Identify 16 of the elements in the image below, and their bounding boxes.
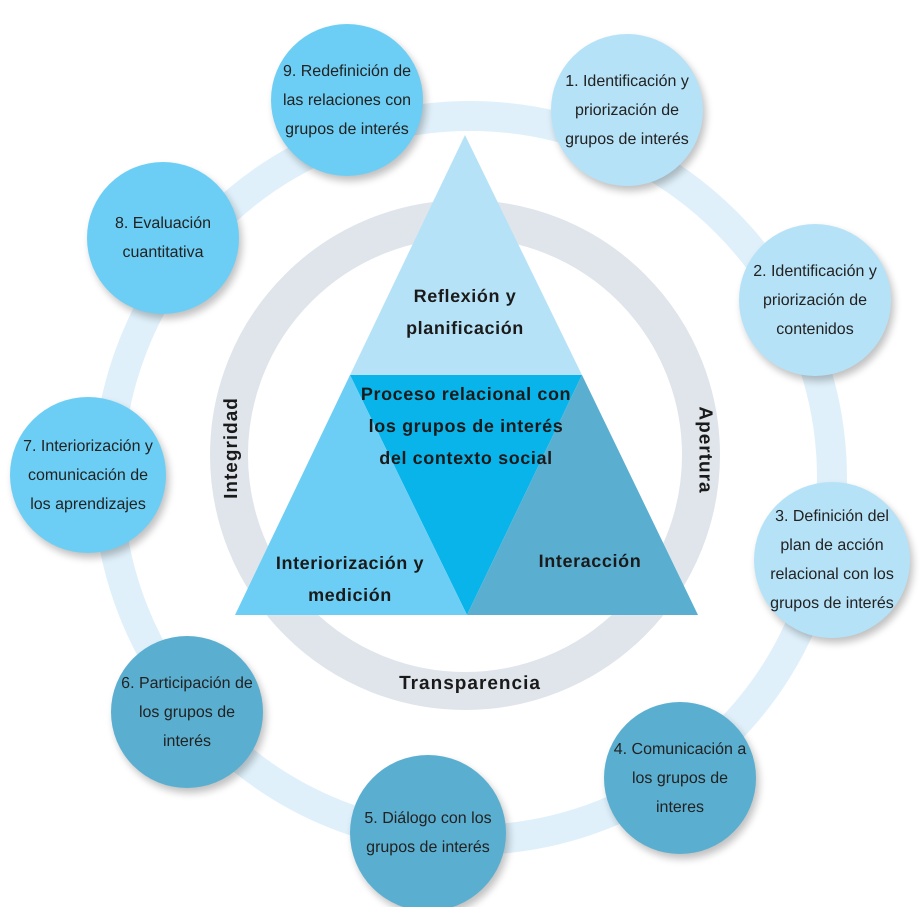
step-text: 9. Redefinición de las relaciones con grupos de interés — [282, 62, 412, 140]
step-text: 6. Participación de los grupos de interés — [120, 674, 254, 752]
step-text: 5. Diálogo con los grupos de interés — [363, 809, 493, 858]
segment-title: Proceso relacional con los grupos de interés del contexto social — [360, 383, 572, 470]
step-text: 8. Evaluación cuantitativa — [114, 214, 212, 263]
segment-title: Reflexión y planificación — [405, 285, 525, 340]
step-text: 2. Identificación y priorización de contenidos — [752, 262, 878, 340]
segment-title: Interacción — [538, 550, 642, 573]
segment-title: Interiorización y medición — [274, 552, 426, 607]
ring-label: Transparencia — [399, 673, 541, 695]
ring-label: Apertura — [694, 406, 716, 494]
step-text: 1. Identificación y priorización de grupos de interés — [564, 72, 690, 150]
step-text: 4. Comunicación a los grupos de interes — [612, 740, 748, 818]
step-text: 3. Definición del plan de acción relacional con los grupos de interés — [769, 507, 895, 614]
step-text: 7. Interiorización y comunicación de los aprendizajes — [22, 436, 154, 514]
ring-label: Integridad — [221, 397, 243, 499]
